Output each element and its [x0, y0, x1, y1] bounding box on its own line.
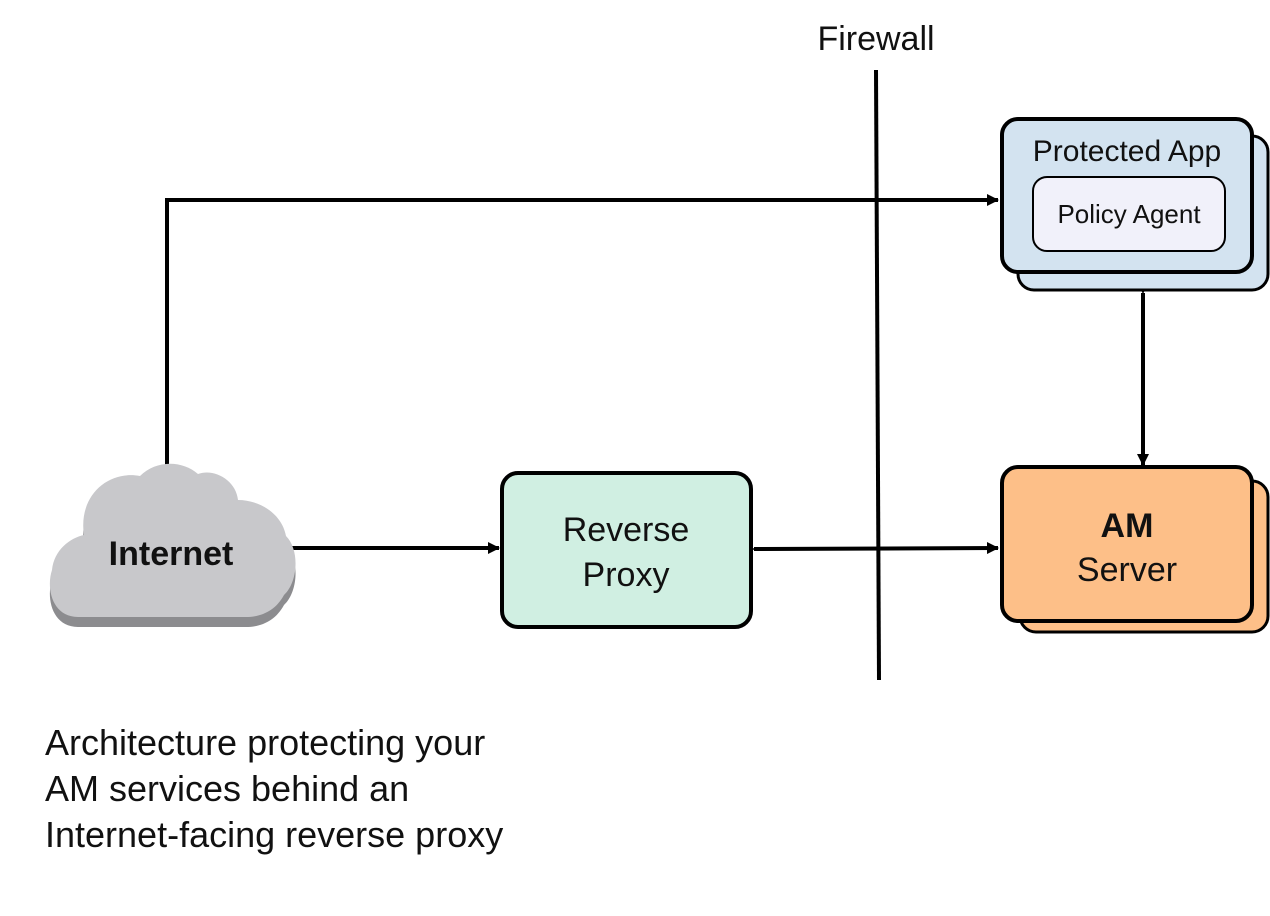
- internet-label: Internet: [109, 535, 234, 573]
- cloud-icon: [49, 463, 296, 617]
- firewall-label: Firewall: [817, 20, 934, 58]
- caption-line-2: AM services behind an: [45, 768, 410, 809]
- am-server-node: AM Server: [1000, 465, 1270, 634]
- reverse-proxy-label-line1: Reverse: [563, 511, 690, 549]
- diagram-caption: Architecture protecting your AM services…: [45, 720, 665, 858]
- policy-agent-box: [1032, 176, 1226, 252]
- am-server-subtitle: Server: [1077, 551, 1177, 589]
- reverse-proxy-box: [500, 471, 753, 629]
- am-server-title: AM: [1101, 507, 1154, 545]
- policy-agent-label: Policy Agent: [1057, 199, 1201, 229]
- protected-app-title: Protected App: [1033, 135, 1221, 168]
- caption-line-1: Architecture protecting your: [45, 722, 486, 763]
- am-server-front-card: [1000, 465, 1254, 623]
- internet-cloud-node: Internet: [49, 463, 296, 627]
- reverse-proxy-node: Reverse Proxy: [500, 471, 753, 629]
- firewall-line: [874, 69, 881, 681]
- caption-line-3: Internet-facing reverse proxy: [45, 814, 504, 855]
- protected-app-node: Protected App Policy Agent: [1000, 117, 1270, 292]
- internet-to-app-connector: [161, 194, 999, 484]
- proxy-am-connector: [742, 542, 999, 556]
- reverse-proxy-label-line2: Proxy: [583, 556, 670, 594]
